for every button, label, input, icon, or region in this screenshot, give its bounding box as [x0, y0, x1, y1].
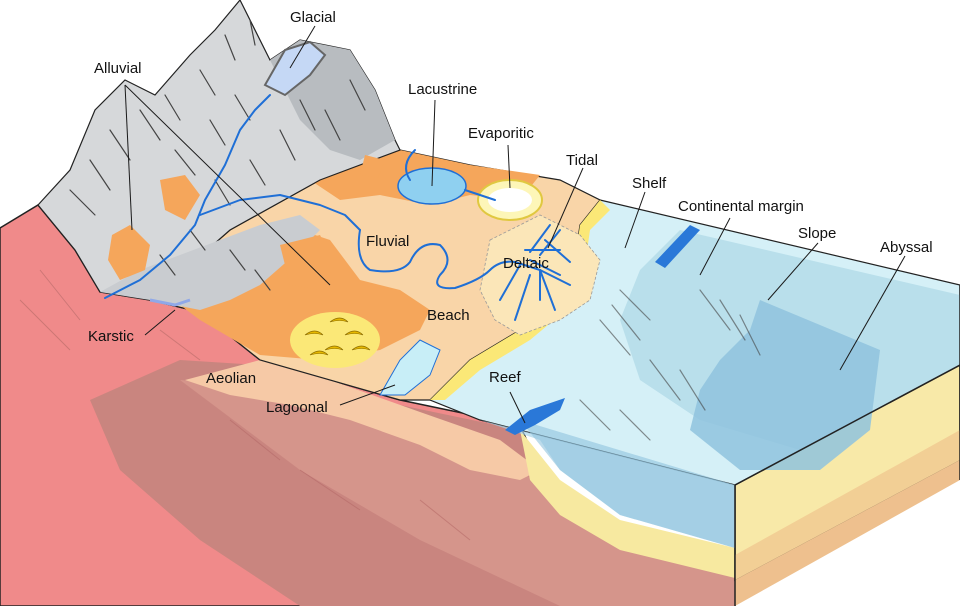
- label-lagoonal: Lagoonal: [266, 399, 328, 416]
- right-side-lower-band: [735, 430, 960, 580]
- karst-stream: [149, 298, 191, 307]
- label-tidal: Tidal: [566, 152, 598, 169]
- label-beach: Beach: [427, 307, 470, 324]
- block-top-right-edge: [734, 364, 960, 486]
- label-glacial: Glacial: [290, 9, 336, 26]
- sea-front-shade: [520, 420, 735, 548]
- reef-shelf: [655, 225, 700, 268]
- label-lacustrine: Lacustrine: [408, 81, 477, 98]
- glacier: [263, 40, 327, 97]
- river-network: [104, 94, 571, 321]
- right-side-bottom: [735, 460, 960, 606]
- slope-marks: [579, 289, 761, 441]
- sea-abyssal-zone: [690, 300, 880, 470]
- mountain-shadow-face: [240, 0, 395, 160]
- label-deltaic: Deltaic: [503, 255, 549, 272]
- alluvial-fan-3: [360, 155, 385, 178]
- mountain-creases: [69, 19, 366, 291]
- dune-crescents: [304, 317, 371, 356]
- label-continental-margin: Continental margin: [678, 198, 804, 215]
- alluvial-fan-2: [160, 175, 200, 220]
- label-abyssal: Abyssal: [880, 239, 933, 256]
- lagoonal-tongue-front: [185, 360, 540, 480]
- label-reef: Reef: [489, 369, 522, 386]
- alluvial-fan-1: [108, 225, 150, 280]
- evaporitic-pan-inner: [488, 188, 532, 212]
- label-alluvial: Alluvial: [94, 60, 142, 77]
- crust-lower-band: [180, 380, 735, 606]
- crust-creases: [19, 269, 471, 541]
- label-karstic: Karstic: [88, 328, 134, 345]
- label-aeolian: Aeolian: [206, 370, 256, 387]
- reef-front: [505, 398, 565, 435]
- beach-sand: [430, 200, 610, 400]
- front-sand-layer: [520, 430, 735, 578]
- lagoon: [379, 339, 441, 396]
- label-slope: Slope: [798, 225, 836, 242]
- leader-lines: [124, 25, 906, 424]
- mountain-front-ridge: [100, 215, 320, 310]
- label-evaporitic: Evaporitic: [468, 125, 534, 142]
- label-fluvial: Fluvial: [366, 233, 409, 250]
- label-shelf: Shelf: [632, 175, 667, 192]
